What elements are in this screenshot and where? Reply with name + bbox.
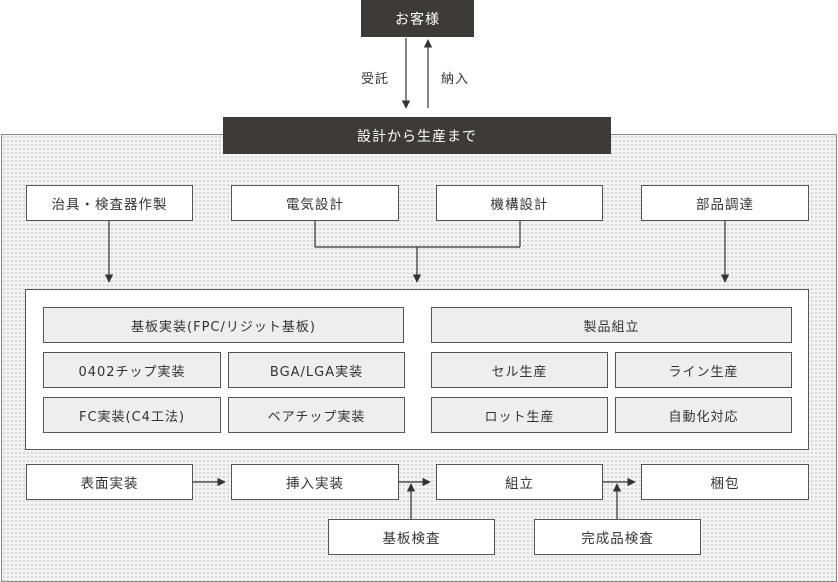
electrical-design-box: 電気設計: [231, 185, 399, 221]
surface-mount-box: 表面実装: [26, 464, 193, 500]
bga-lga-box: BGA/LGA実装: [228, 352, 405, 388]
automation-label: 自動化対応: [668, 409, 739, 425]
chip0402-box: 0402チップ実装: [43, 352, 221, 388]
cell-production-box: セル生産: [431, 352, 608, 388]
procurement-box: 部品調達: [641, 185, 809, 221]
line-production-box: ライン生産: [615, 352, 792, 388]
customer-box: お客様: [361, 0, 474, 37]
jig-box: 治具・検査器作製: [26, 185, 193, 221]
insertion-mount-label: 挿入実装: [286, 476, 344, 492]
bare-chip-label: ベアチップ実装: [267, 409, 366, 425]
assemble-label: 組立: [505, 476, 534, 492]
line-production-label: ライン生産: [668, 364, 739, 380]
deliver-label: 納入: [441, 72, 470, 87]
surface-mount-label: 表面実装: [80, 476, 139, 492]
board-mounting-box: 基板実装(FPC/リジット基板): [43, 307, 404, 343]
consign-label: 受託: [361, 72, 390, 87]
cell-production-label: セル生産: [491, 364, 548, 380]
final-inspection-box: 完成品検査: [534, 519, 701, 555]
automation-box: 自動化対応: [615, 397, 792, 433]
assemble-box: 組立: [436, 464, 603, 500]
banner-box: 設計から生産まで: [223, 117, 611, 154]
product-assembly-box: 製品組立: [431, 307, 792, 343]
insertion-mount-box: 挿入実装: [231, 464, 399, 500]
fc-mounting-label: FC実装(C4工法): [78, 409, 186, 425]
customer-label: お客様: [395, 11, 440, 28]
product-assembly-label: 製品組立: [583, 319, 640, 335]
packing-box: 梱包: [641, 464, 809, 500]
fc-mounting-box: FC実装(C4工法): [43, 397, 221, 433]
board-inspection-box: 基板検査: [328, 519, 495, 555]
lot-production-label: ロット生産: [484, 409, 555, 425]
board-inspection-label: 基板検査: [382, 531, 441, 547]
packing-label: 梱包: [710, 476, 740, 492]
procurement-label: 部品調達: [696, 197, 754, 213]
mechanical-design-box: 機構設計: [436, 185, 603, 221]
chip0402-label: 0402チップ実装: [78, 364, 186, 380]
final-inspection-label: 完成品検査: [581, 531, 654, 547]
banner-label: 設計から生産まで: [357, 128, 477, 145]
bga-lga-label: BGA/LGA実装: [269, 364, 364, 380]
board-mounting-label: 基板実装(FPC/リジット基板): [131, 319, 316, 335]
mechanical-design-label: 機構設計: [490, 197, 549, 213]
electrical-design-label: 電気設計: [286, 197, 344, 213]
jig-label: 治具・検査器作製: [51, 197, 168, 213]
lot-production-box: ロット生産: [431, 397, 608, 433]
bare-chip-box: ベアチップ実装: [228, 397, 405, 433]
